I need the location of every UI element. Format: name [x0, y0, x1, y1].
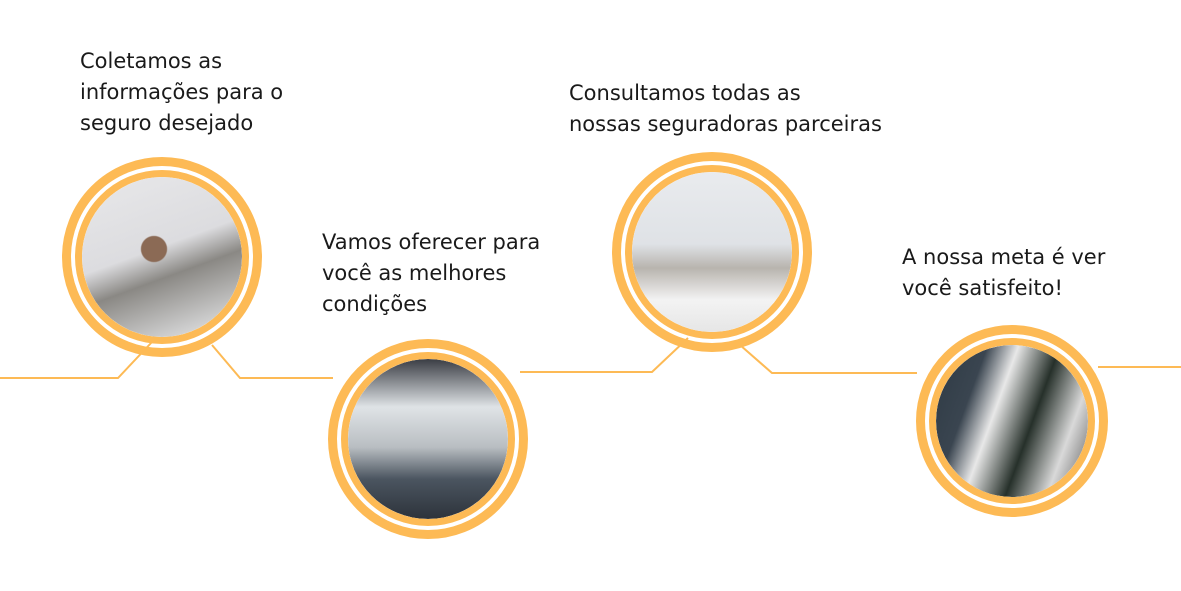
team-meeting-photo — [348, 359, 508, 519]
step-4-text: A nossa meta é ver você satisfeito! — [902, 245, 1106, 300]
step-1-text: Coletamos as informações para o seguro d… — [80, 49, 284, 135]
woman-headset-photo — [82, 177, 242, 337]
step-4-photo-circle — [916, 325, 1108, 517]
step-2-text: Vamos oferecer para você as melhores con… — [322, 230, 541, 316]
office-team-photo — [632, 172, 792, 332]
step-3-photo-circle — [612, 152, 812, 352]
step-2-photo-circle — [328, 339, 528, 539]
step-3-text: Consultamos todas as nossas seguradoras … — [569, 81, 882, 136]
step-1-photo-circle — [62, 157, 262, 357]
smiling-woman-photo — [936, 345, 1088, 497]
